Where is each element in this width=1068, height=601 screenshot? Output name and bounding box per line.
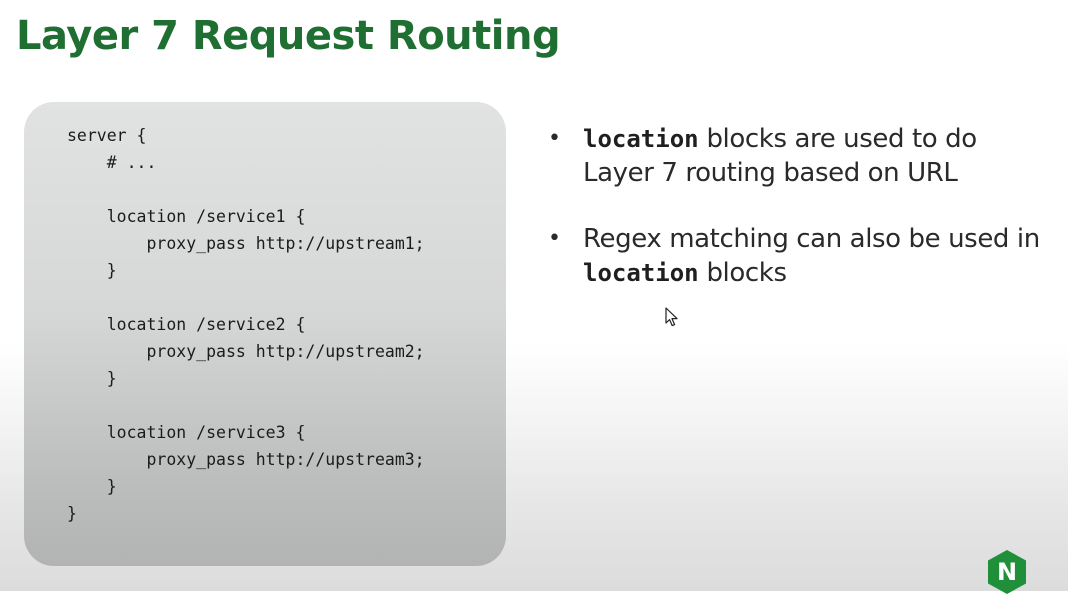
nginx-logo-letter: N — [996, 558, 1018, 586]
code-line: } — [67, 369, 117, 388]
bullet-list: • location blocks are used to do Layer 7… — [548, 122, 1048, 290]
bullet-item-regex-matching: • Regex matching can also be used in loc… — [548, 222, 1048, 290]
code-line: location /service2 { — [67, 315, 306, 334]
slide-title: Layer 7 Request Routing — [16, 13, 561, 59]
code-line: server { — [67, 126, 147, 145]
bullet-item-location-blocks: • location blocks are used to do Layer 7… — [548, 122, 1048, 190]
nginx-config-code: server { # ... location /service1 { prox… — [67, 122, 506, 527]
code-line: proxy_pass http://upstream1; — [67, 234, 425, 253]
code-line: proxy_pass http://upstream2; — [67, 342, 425, 361]
mouse-pointer-icon — [665, 307, 678, 327]
nginx-logo-icon: N — [985, 548, 1029, 596]
code-line — [67, 284, 506, 311]
bullet-text-line2: blocks — [698, 258, 787, 288]
code-line: location /service1 { — [67, 207, 306, 226]
bullet-symbol: • — [548, 226, 561, 251]
code-line — [67, 176, 506, 203]
code-line: # ... — [67, 153, 157, 172]
inline-code-location: location — [583, 259, 699, 287]
bullet-text-line2: Layer 7 routing based on URL — [583, 158, 958, 188]
code-panel: server { # ... location /service1 { prox… — [24, 102, 506, 566]
code-line: } — [67, 504, 77, 523]
bullet-text: blocks are used to do — [698, 124, 977, 154]
code-line — [67, 392, 506, 419]
bullet-symbol: • — [548, 126, 561, 151]
inline-code-location: location — [583, 125, 699, 153]
code-line: } — [67, 477, 117, 496]
code-line: proxy_pass http://upstream3; — [67, 450, 425, 469]
nginx-logo-hexagon — [988, 550, 1026, 594]
code-line: } — [67, 261, 117, 280]
code-line: location /service3 { — [67, 423, 306, 442]
bullet-text: Regex matching can also be used in — [583, 224, 1040, 254]
